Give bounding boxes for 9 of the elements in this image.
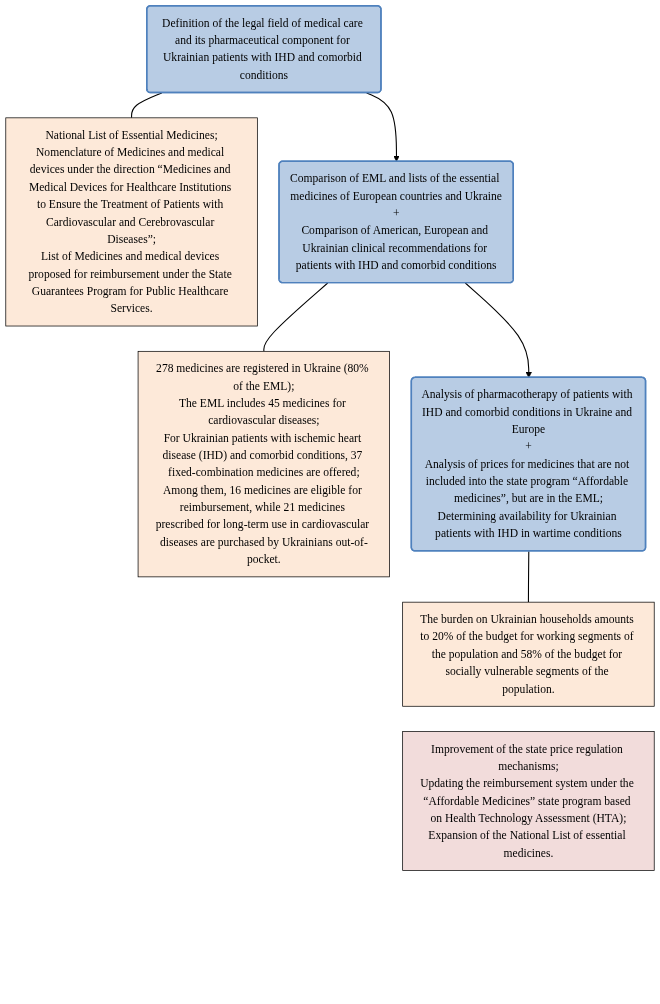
- connector: [527, 550, 530, 603]
- connector: [263, 282, 329, 352]
- node-box: The burden on Ukrainian households amounts to 20% of the budget for working segments of the population and 58% of the budget for socially vulnerable segments of the population.: [402, 601, 655, 707]
- arrow: [366, 92, 400, 162]
- node-box: Improvement of the state price regulation mechanisms; Updating the reimbursement system under the “Affordable Medicines” state program based on Health Technology Assessment (HTA); Expansion of the National List of essential medicines.: [402, 731, 655, 871]
- arrow: [464, 282, 532, 378]
- node-box: National List of Essential Medicines; Nomenclature of Medicines and medical devices under the direction “Medicines and Medical Devices for Healthcare Institutions to Ensure the Treatment of Patients with Cardiovascular and Cerebrovascular Diseases”; List of Medicines and medical devices proposed for reimbursement under the State Guarantees Program for Public Healthcare Services.: [5, 117, 258, 327]
- node-box: 278 medicines are registered in Ukraine (80% of the EML); The EML includes 45 medicines for cardiovascular diseases; For Ukrainian patients with ischemic heart disease (IHD) and comorbid conditions, 37 fixed-combination medicines are offered; Among them, 16 medicines are eligible for reimbursement, while 21 medicines prescribed for long-term use in cardiovascular diseases are purchased by Ukrainians out-of-pocket.: [137, 350, 390, 578]
- connector: [131, 92, 163, 119]
